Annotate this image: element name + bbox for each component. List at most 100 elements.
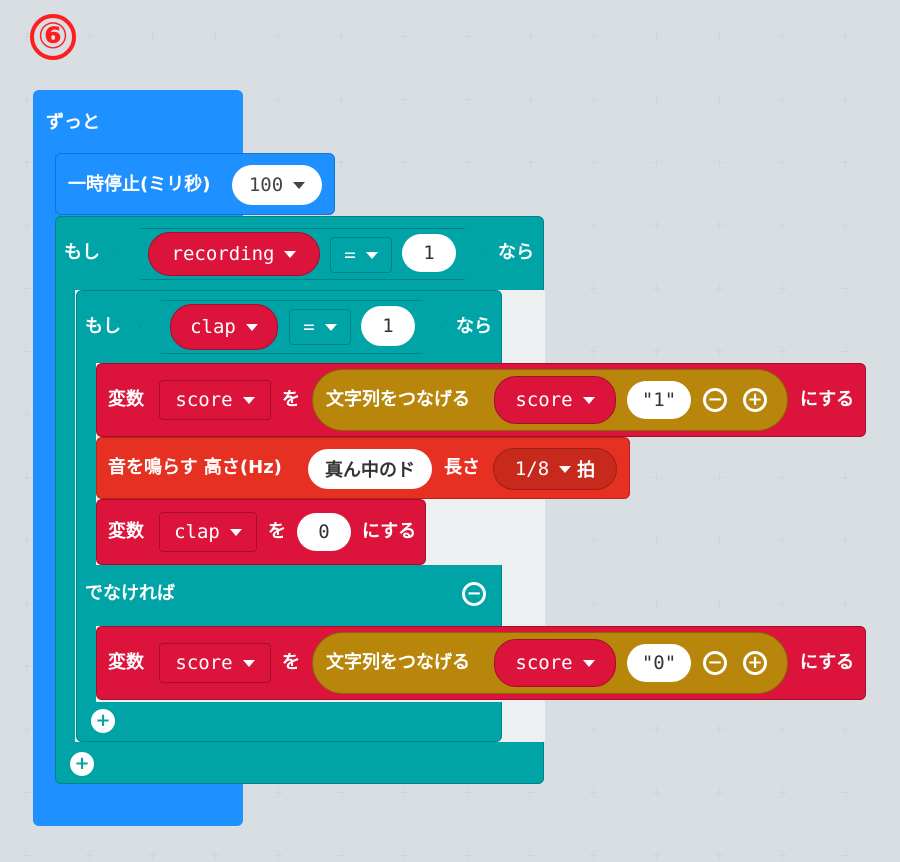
grid-plus-mark (841, 599, 850, 608)
grid-plus-mark (589, 851, 598, 860)
grid-plus-mark (841, 158, 850, 167)
grid-plus-mark (778, 851, 787, 860)
grid-plus-mark (652, 347, 661, 356)
pause-label: 一時停止(ミリ秒) (68, 174, 211, 195)
chevron-down-icon (229, 528, 242, 536)
pause-duration-dropdown[interactable]: 100 (232, 165, 322, 205)
set-clap-wo: を (268, 521, 286, 542)
grid-plus-mark (463, 95, 472, 104)
set-score-1-prefix: 変数 (108, 389, 144, 410)
operator-dropdown-inner[interactable]: = (289, 309, 351, 345)
grid-plus-mark (463, 788, 472, 797)
compare-value-field[interactable]: 1 (402, 234, 456, 272)
grid-plus-mark (589, 284, 598, 293)
grid-plus-mark (841, 725, 850, 734)
add-arg-icon[interactable]: + (743, 388, 767, 412)
grid-plus-mark (841, 284, 850, 293)
remove-arg-icon-2[interactable]: − (703, 651, 727, 675)
grid-plus-mark (778, 158, 787, 167)
join-text-0-field[interactable]: "0" (627, 644, 691, 682)
grid-plus-mark (22, 851, 31, 860)
chevron-down-icon (582, 659, 595, 667)
grid-plus-mark (526, 95, 535, 104)
operator-dropdown[interactable]: = (330, 237, 392, 273)
if-clap-then-label: なら (456, 316, 492, 337)
score-variable-dropdown-2[interactable]: score (159, 643, 271, 683)
add-else-if-icon[interactable]: + (91, 709, 115, 733)
beat-length-dropdown[interactable]: 1/8 拍 (493, 448, 617, 490)
set-score-1-suffix: にする (800, 389, 855, 410)
grid-plus-mark (841, 32, 850, 41)
operator-value: = (344, 244, 356, 266)
grid-plus-mark (589, 347, 598, 356)
grid-plus-mark (400, 32, 409, 41)
grid-plus-mark (715, 536, 724, 545)
remove-else-icon[interactable]: − (462, 582, 486, 606)
grid-plus-mark (400, 851, 409, 860)
grid-plus-mark (337, 32, 346, 41)
grid-plus-mark (652, 473, 661, 482)
grid-plus-mark (715, 599, 724, 608)
score-variable-dropdown[interactable]: score (159, 380, 271, 420)
score-variable-name-2: score (175, 652, 233, 674)
chevron-down-icon (582, 396, 595, 404)
compare-value-field-inner[interactable]: 1 (361, 306, 415, 346)
grid-plus-mark (526, 158, 535, 167)
clap-value-field[interactable]: 0 (297, 513, 351, 551)
chevron-down-icon (245, 323, 258, 331)
grid-plus-mark (463, 32, 472, 41)
grid-plus-mark (22, 725, 31, 734)
grid-plus-mark (652, 32, 661, 41)
join-score-variable-name-2: score (515, 652, 573, 674)
grid-plus-mark (148, 851, 157, 860)
beat-length-value: 1/8 (514, 458, 550, 480)
grid-plus-mark (22, 662, 31, 671)
beat-label: 拍 (577, 460, 596, 481)
grid-plus-mark (778, 32, 787, 41)
recording-variable-dropdown[interactable]: recording (148, 232, 320, 276)
grid-plus-mark (148, 32, 157, 41)
clap-variable-name: clap (190, 316, 236, 338)
grid-plus-mark (22, 410, 31, 419)
grid-plus-mark (652, 788, 661, 797)
join-label: 文字列をつなげる (326, 389, 470, 410)
grid-plus-mark (526, 851, 535, 860)
grid-plus-mark (652, 95, 661, 104)
remove-arg-icon[interactable]: − (703, 388, 727, 412)
grid-plus-mark (400, 158, 409, 167)
grid-plus-mark (22, 347, 31, 356)
grid-plus-mark (841, 347, 850, 356)
clap-variable-dropdown[interactable]: clap (170, 304, 278, 350)
grid-plus-mark (778, 284, 787, 293)
add-arg-icon-2[interactable]: + (743, 651, 767, 675)
grid-plus-mark (22, 536, 31, 545)
grid-plus-mark (841, 788, 850, 797)
grid-plus-mark (778, 725, 787, 734)
grid-plus-mark (715, 32, 724, 41)
join-score-variable-name: score (515, 389, 573, 411)
length-label: 長さ (444, 457, 480, 478)
grid-plus-mark (778, 536, 787, 545)
grid-plus-mark (589, 32, 598, 41)
add-else-icon[interactable]: + (70, 752, 94, 776)
grid-plus-mark (589, 536, 598, 545)
pause-duration-value: 100 (248, 174, 284, 196)
grid-plus-mark (526, 32, 535, 41)
if-recording-footer (55, 742, 544, 784)
grid-plus-mark (337, 95, 346, 104)
clap-set-variable-dropdown[interactable]: clap (159, 512, 257, 552)
grid-plus-mark (652, 158, 661, 167)
join-score-variable[interactable]: score (494, 376, 616, 424)
grid-plus-mark (589, 788, 598, 797)
join-text-1-field[interactable]: "1" (627, 381, 691, 419)
grid-plus-mark (841, 851, 850, 860)
join-score-variable-2[interactable]: score (494, 639, 616, 687)
grid-plus-mark (589, 725, 598, 734)
chevron-down-icon (284, 250, 297, 258)
grid-plus-mark (652, 221, 661, 230)
chevron-down-icon (559, 465, 572, 473)
set-clap-block[interactable] (96, 499, 426, 565)
grid-plus-mark (715, 221, 724, 230)
grid-plus-mark (589, 599, 598, 608)
note-field[interactable]: 真ん中のド (308, 449, 432, 489)
